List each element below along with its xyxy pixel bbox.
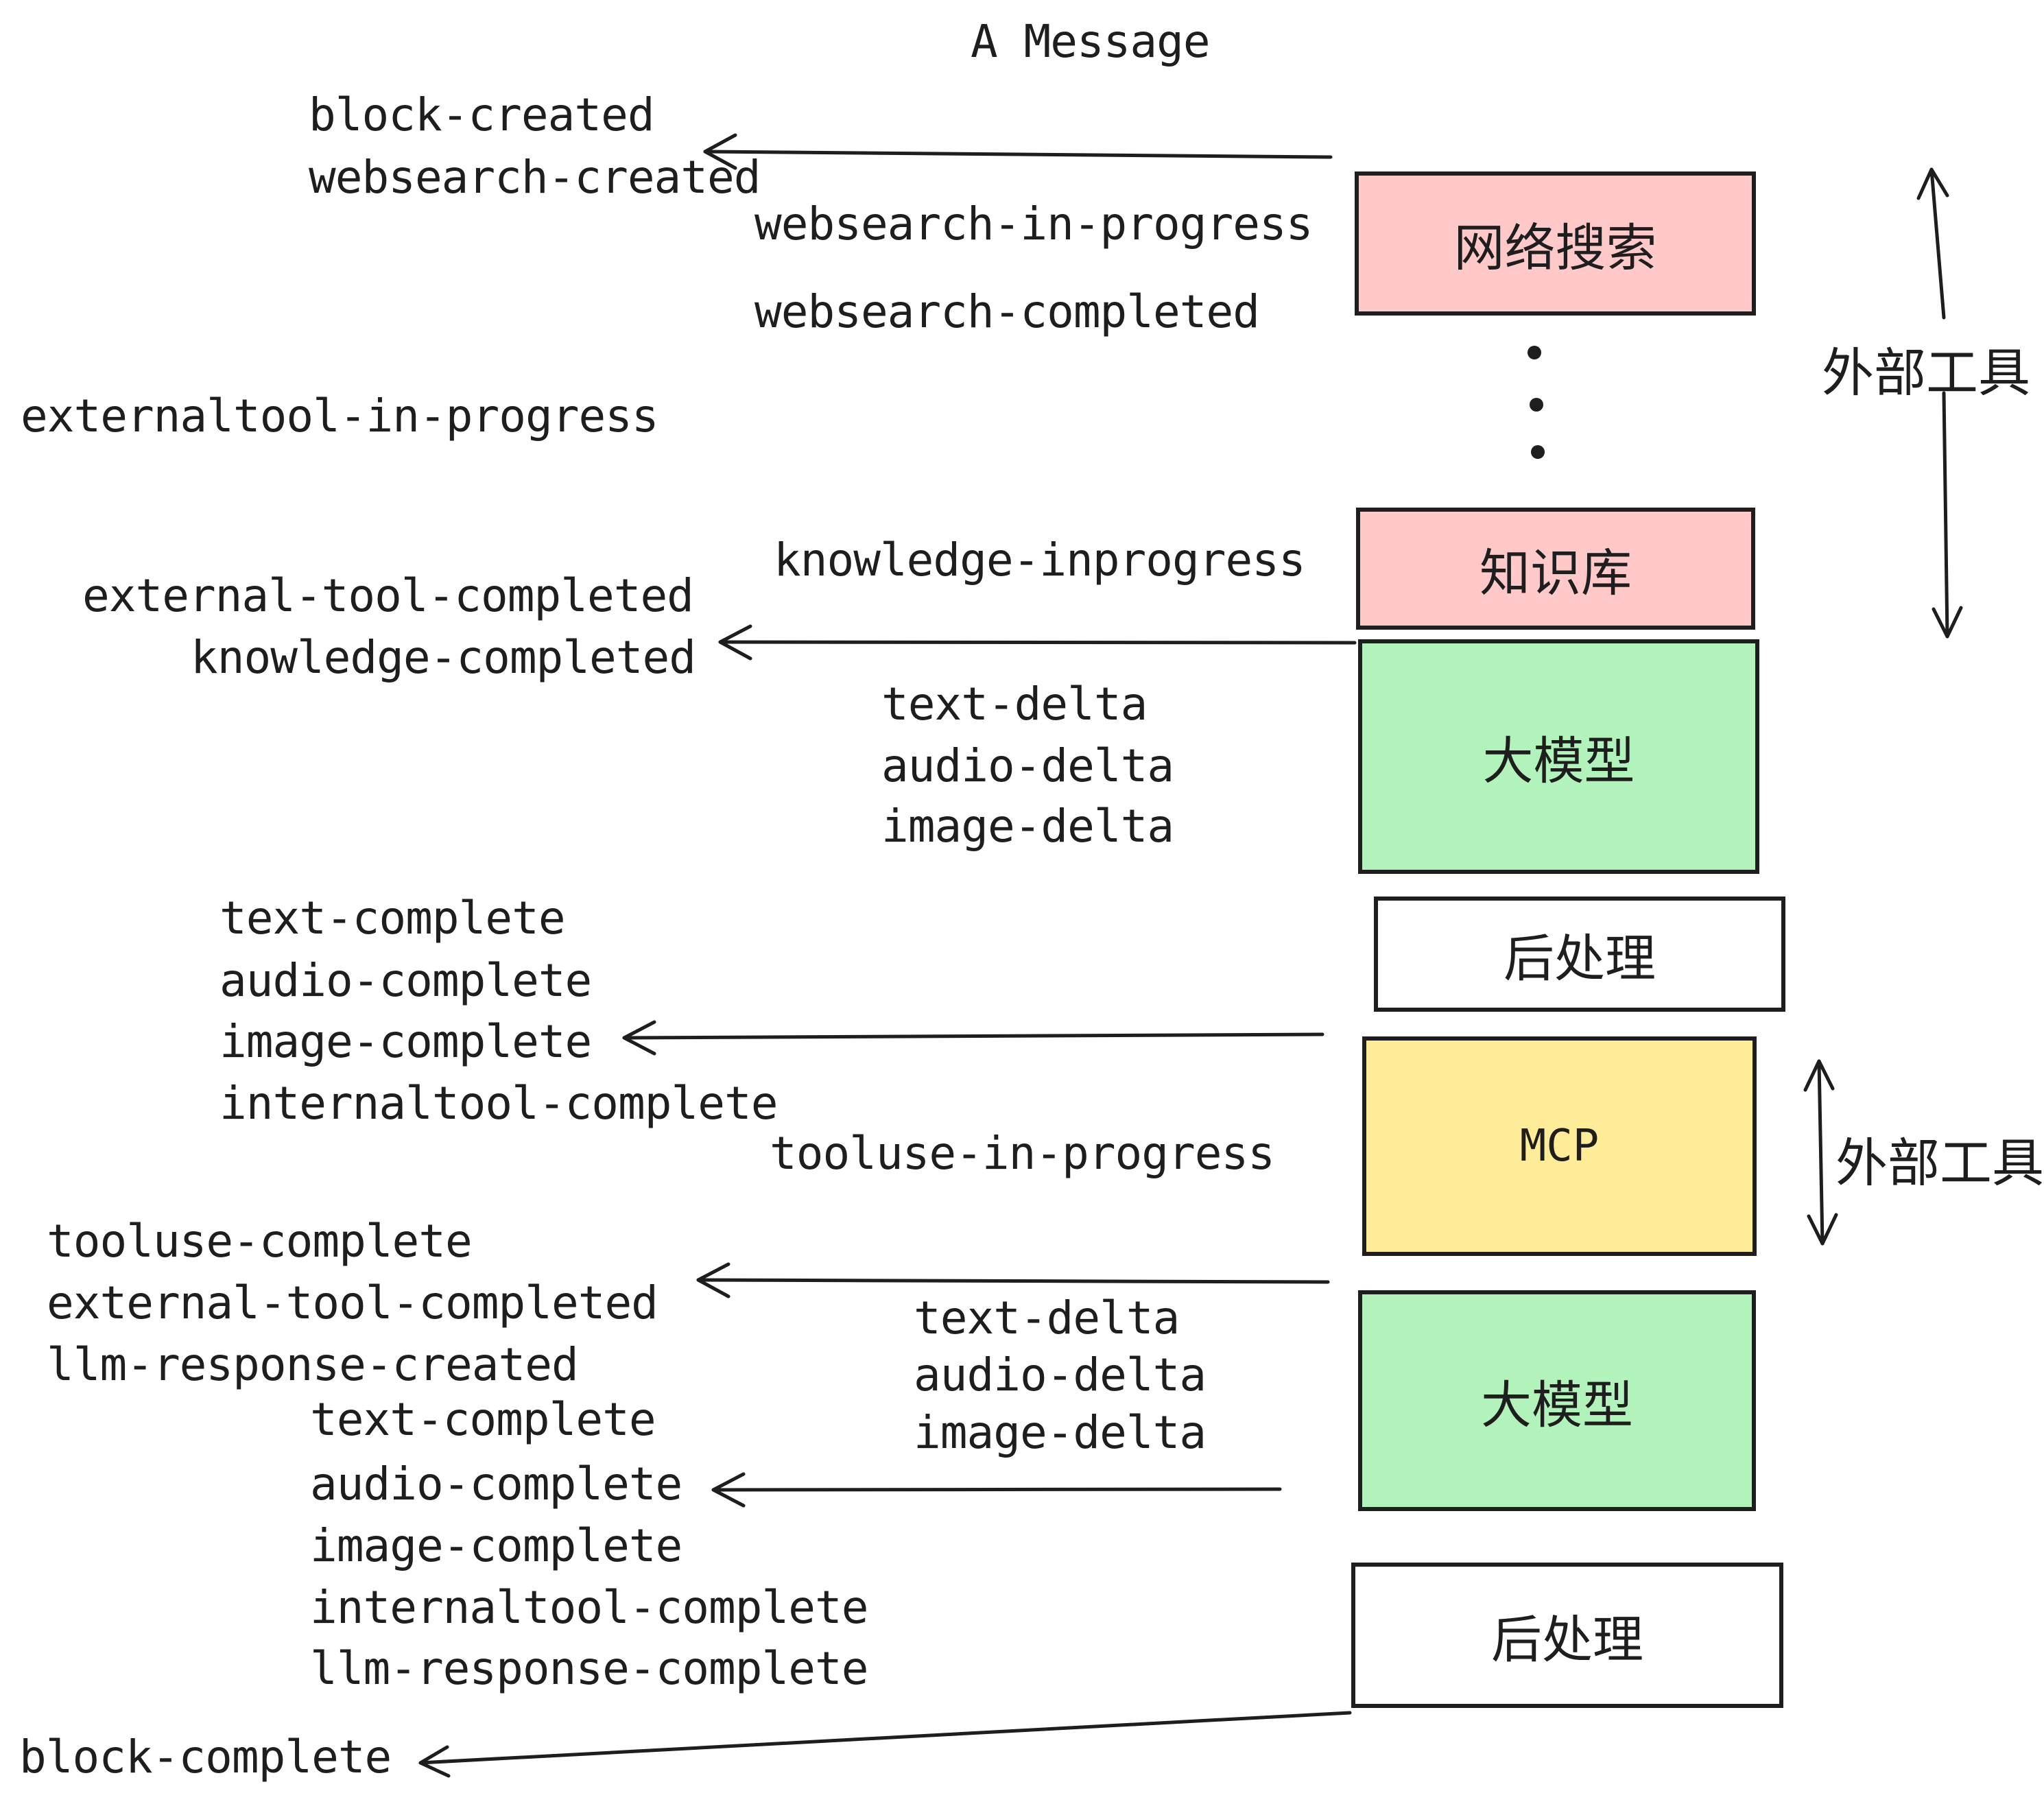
- event-llm-response-created: llm-response-created: [47, 1338, 579, 1391]
- event-internaltool-complete-2: internaltool-complete: [310, 1581, 868, 1634]
- event-knowledge-completed: knowledge-completed: [191, 631, 696, 684]
- event-websearch-completed: websearch-completed: [754, 285, 1260, 338]
- event-knowledge-inprogress: knowledge-inprogress: [774, 534, 1306, 586]
- diagram-title: A Message: [971, 15, 1211, 68]
- node-knowledge: 知识库: [1356, 508, 1755, 630]
- event-text-delta: text-delta: [881, 678, 1148, 731]
- external-tools-up-arrow: [1916, 167, 1949, 320]
- external-tools-label-mcp: 外部工具: [1835, 1132, 2044, 1194]
- node-llm: 大模型: [1358, 639, 1759, 874]
- node-websearch: 网络搜索: [1355, 171, 1756, 316]
- arrow-knowledge-completed: [718, 624, 1357, 661]
- node-llm-2-label: 大模型: [1481, 1375, 1633, 1435]
- external-tools-label: 外部工具: [1822, 342, 2030, 403]
- event-image-complete: image-complete: [219, 1015, 592, 1068]
- event-text-complete-2: text-complete: [310, 1393, 656, 1446]
- event-image-delta: image-delta: [881, 800, 1174, 853]
- event-audio-complete-2: audio-complete: [310, 1458, 682, 1510]
- event-externaltool-in-progress: externaltool-in-progress: [21, 390, 659, 442]
- event-block-complete: block-complete: [19, 1731, 392, 1783]
- node-websearch-label: 网络搜索: [1453, 218, 1657, 278]
- event-internaltool-complete: internaltool-complete: [219, 1077, 778, 1130]
- ellipsis-dots: [1528, 346, 1545, 459]
- event-audio-delta: audio-delta: [881, 739, 1174, 792]
- event-tooluse-in-progress: tooluse-in-progress: [770, 1127, 1275, 1180]
- event-audio-complete: audio-complete: [219, 954, 592, 1007]
- external-tools-down-arrow: [1932, 391, 1963, 639]
- arrow-audio-complete: [711, 1472, 1282, 1508]
- event-llm-response-complete: llm-response-complete: [310, 1642, 868, 1695]
- arrow-external-tool-completed: [696, 1262, 1330, 1298]
- node-postprocess-label: 后处理: [1504, 929, 1656, 988]
- event-text-delta-2: text-delta: [914, 1292, 1180, 1344]
- node-postprocess-2: 后处理: [1351, 1563, 1783, 1708]
- event-image-complete-2: image-complete: [310, 1519, 682, 1572]
- node-mcp-label: MCP: [1519, 1121, 1600, 1172]
- node-llm-2: 大模型: [1358, 1290, 1756, 1511]
- external-tools-mcp-double-arrow: [1803, 1059, 1838, 1246]
- arrow-websearch-created: [703, 133, 1333, 170]
- event-audio-delta-2: audio-delta: [914, 1349, 1207, 1401]
- node-mcp: MCP: [1362, 1036, 1757, 1256]
- arrow-block-complete: [418, 1711, 1352, 1778]
- event-image-delta-2: image-delta: [914, 1406, 1207, 1459]
- event-block-created: block-created: [309, 88, 655, 141]
- event-external-tool-completed: external-tool-completed: [82, 569, 694, 622]
- node-llm-label: 大模型: [1482, 731, 1635, 791]
- event-websearch-in-progress: websearch-in-progress: [754, 198, 1313, 250]
- event-text-complete: text-complete: [219, 892, 566, 945]
- event-external-tool-completed-2: external-tool-completed: [47, 1277, 658, 1329]
- event-websearch-created: websearch-created: [309, 151, 761, 204]
- node-postprocess: 后处理: [1374, 897, 1785, 1012]
- event-tooluse-complete: tooluse-complete: [47, 1215, 473, 1268]
- node-knowledge-label: 知识库: [1479, 543, 1632, 603]
- node-postprocess-2-label: 后处理: [1491, 1610, 1643, 1670]
- arrow-image-complete: [622, 1020, 1324, 1056]
